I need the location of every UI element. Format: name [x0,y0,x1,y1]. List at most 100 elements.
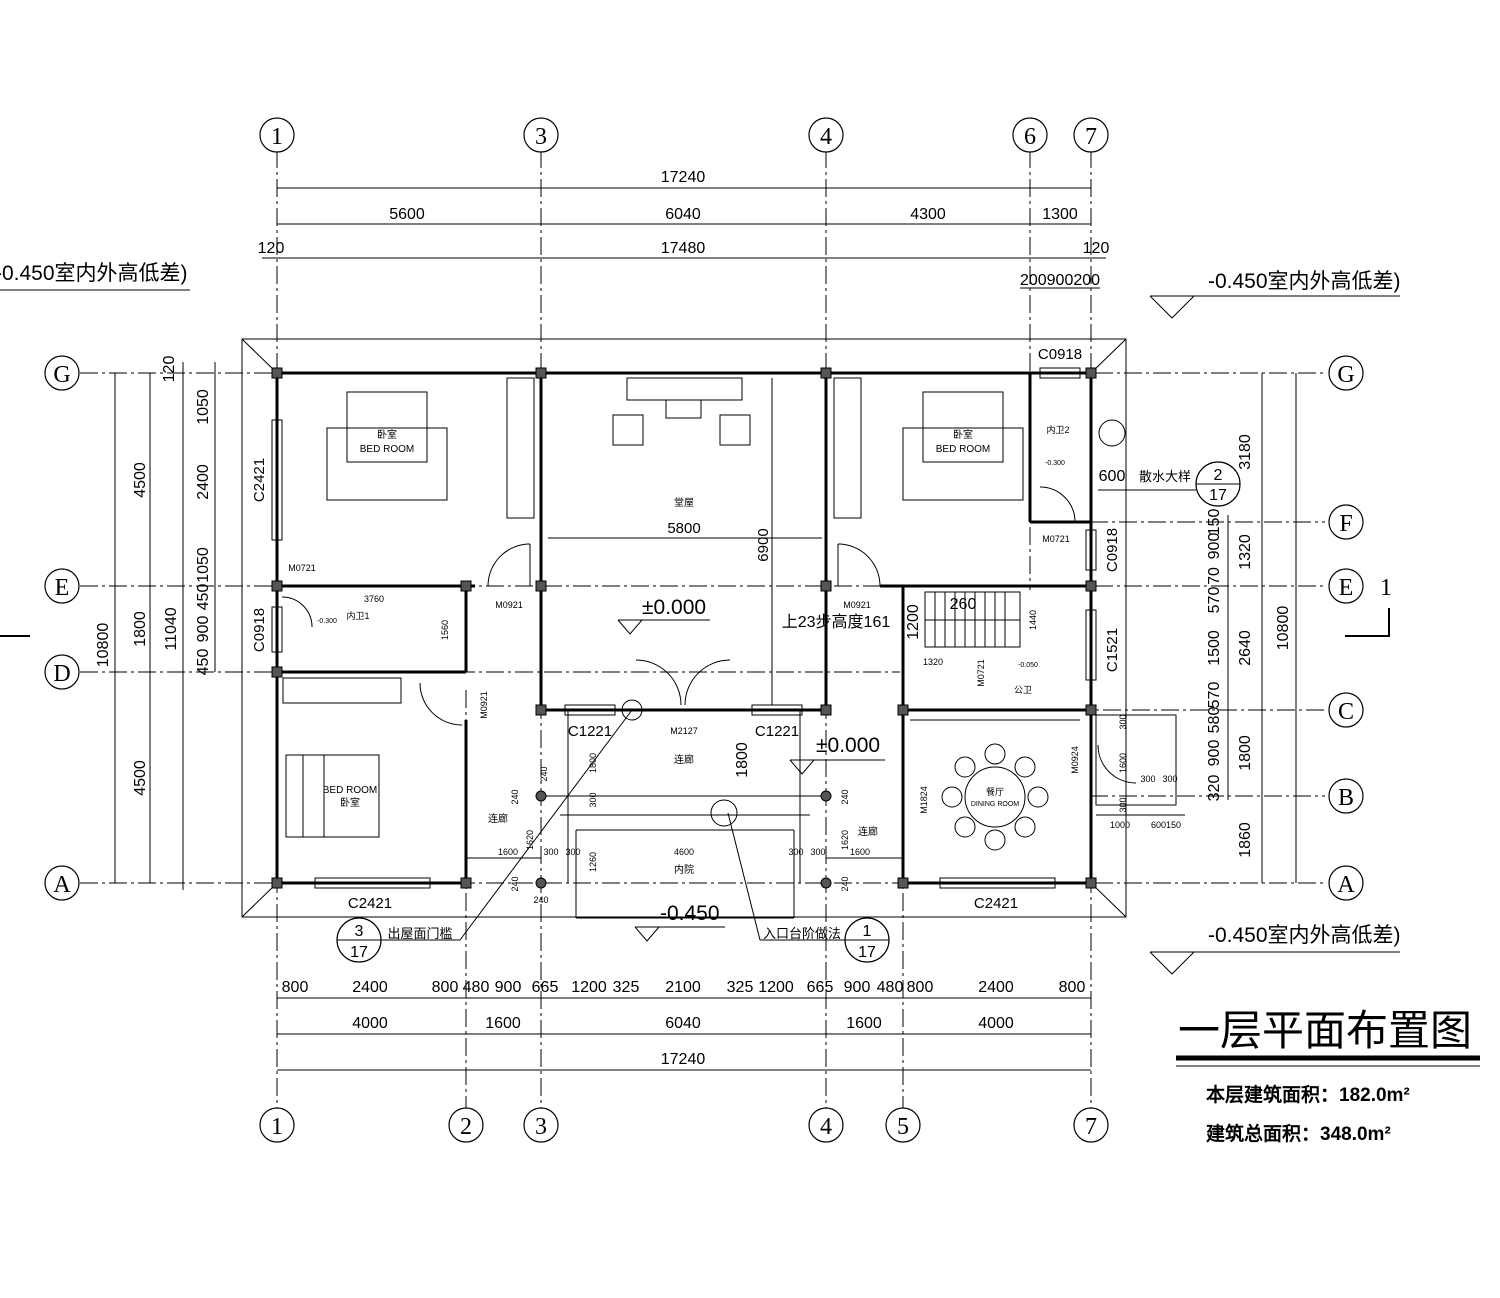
code-m0921-b: M0921 [843,600,871,610]
room-wc1: 内卫1 [346,610,369,621]
level-bottom-right: -0.450室内外高低差) [1208,924,1401,947]
note-door-sill: 出屋面门槛 [387,926,452,941]
dim-right-total: 10800 [1275,606,1292,651]
dim-300d: 300 [810,847,825,857]
dim-detail: 800 [432,979,459,996]
dim-right-bay: 1860 [1237,822,1254,858]
axis-label: 1 [271,124,283,150]
roof-outline [241,338,1127,918]
level-hall: ±0.000 [642,596,706,619]
beds [285,391,1024,838]
axis-label: G [53,362,70,388]
dim-right-detail: 320 [1206,775,1223,802]
code-m2127: M2127 [670,726,698,736]
dim-detail: 2100 [665,979,701,996]
dim-right-detail: 580 [1206,707,1223,734]
dim-detail: 800 [907,979,934,996]
note-drain-ref-top: 2 [1214,467,1223,484]
dim-right-detail: 900 [1206,533,1223,560]
dim-1260: 1260 [588,852,598,872]
note-drain-ref-bot: 17 [1209,487,1227,504]
axis-bubbles-top: 1 3 4 6 7 [259,117,1109,153]
dim-left-detail: 120 [161,356,178,383]
dim-240c: 240 [840,789,850,804]
room-wc1-level: -0.300 [317,618,337,625]
code-c1221-b: C1221 [755,723,799,740]
left-dimensions: 10800 4500 1800 4500 11040 120 1050 2400… [95,356,216,890]
codes: C0918 M0721 C0918 C1521 C2421 M0721 C091… [251,346,1121,912]
note-drain-width: 600 [1099,468,1126,485]
dim-left-detail: 1050 [195,389,212,425]
axis-bubbles-left: G E D A [44,355,80,901]
room-bed1-cn: 卧室 [377,428,397,441]
hall-dim: 5800 [667,520,700,537]
dim-top-bay: 1300 [1042,206,1078,223]
dim-left-detail: 2400 [195,464,212,500]
dim-detail: 1200 [571,979,607,996]
dim-left-bay: 1800 [132,611,149,647]
stair-dim2: 1440 [1028,610,1038,630]
room-dining-en: DINING ROOM [971,801,1019,808]
code-m0924: M0924 [1070,746,1080,774]
room-corridor-left: 连廊 [488,812,508,825]
stair [924,591,1021,648]
axis-label: 1 [271,1114,283,1140]
dim-1620a: 1620 [525,830,535,850]
dim-1620b: 1620 [840,830,850,850]
axis-label: E [1339,575,1354,601]
dim-bottom-bay: 6040 [665,1015,701,1032]
dim-detail: 480 [877,979,904,996]
dim-300e: 300 [1118,714,1128,729]
detail-references: 散水大样 2 17 600 3 17 出屋面门槛 1 17 入口台阶做法 1 [0,419,1392,963]
level-corridor: ±0.000 [816,734,880,757]
dim-detail: 665 [532,979,559,996]
level-top-right: -0.450室内外高低差) [1208,270,1401,293]
axis-label: B [1338,785,1354,811]
axis-bubbles-bottom: 1 2 3 4 5 7 [259,1107,1109,1143]
dim-detail: 800 [282,979,309,996]
axis-label: 3 [535,1114,547,1140]
dim-detail: 900 [844,979,871,996]
inner-dimensions: 1800 1800 1600 1600 4600 300 300 300 300… [498,714,1181,905]
note-door-ref-bot: 17 [350,944,368,961]
dim-right-detail: 1500 [1206,630,1223,666]
exterior-steps [1095,714,1185,816]
dim-left-detail: 1050 [195,547,212,583]
room-wc-public-level: -0.050 [1018,662,1038,669]
dim-top-bay: 6040 [665,206,701,223]
stair-left: 1200 [905,604,922,640]
dim-240b: 240 [510,789,520,804]
axis-label: 7 [1085,1114,1097,1140]
columns [271,367,1097,889]
st-300a: 300 [1140,774,1155,784]
code-c0918-left: C0918 [251,608,268,652]
walls [275,371,1093,919]
dim-240a: 240 [539,766,549,781]
note-entry-ref-bot: 17 [858,944,876,961]
wc-dim: 1320 [923,657,943,667]
dim-300f: 300 [1118,797,1128,812]
room-hall: 堂屋 [674,497,694,509]
room-bed3-cn: 卧室 [340,796,360,809]
dim-left-total: 10800 [95,623,112,668]
room-courtyard: 内院 [674,863,694,876]
dim-300b: 300 [565,847,580,857]
dim-top-bay: 4300 [910,206,946,223]
room-wc-public: 公卫 [1014,685,1032,695]
dim-top-bay: 5600 [389,206,425,223]
dim-bottom-total: 17240 [661,1051,706,1068]
code-c1521: C1521 [1104,628,1121,672]
note-entry: 入口台阶做法 [763,926,841,941]
level-marks: -0.450室内外高低差) -0.450室内外高低差) -0.450室内外高低差… [0,262,1401,975]
dim-top-small: 200900200 [1020,272,1100,289]
code-m0721-right: M0721 [1042,534,1070,544]
st-600: 600150 [1151,820,1181,830]
hall-furniture [548,377,822,705]
dim-left-detail: 450 [195,584,212,611]
note-door-ref-top: 3 [355,923,364,940]
dim-right-detail: 900 [1206,740,1223,767]
dim-right-bay: 3180 [1237,434,1254,470]
code-c2421-left: C2421 [251,458,268,502]
dim-right-detail: 150 [1206,509,1223,536]
room-dining-cn: 餐厅 [986,786,1004,797]
